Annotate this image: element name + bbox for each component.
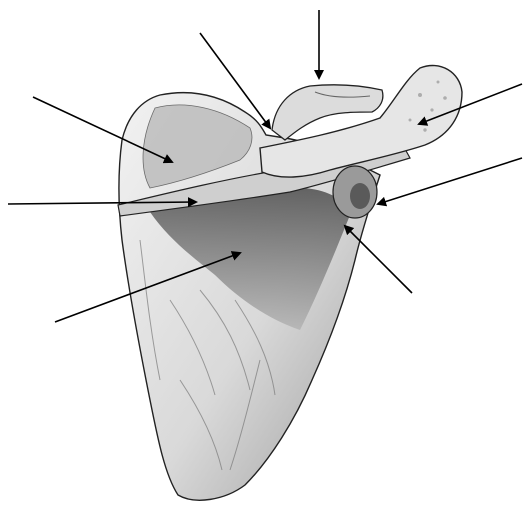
arrow-glenoid xyxy=(378,158,522,204)
